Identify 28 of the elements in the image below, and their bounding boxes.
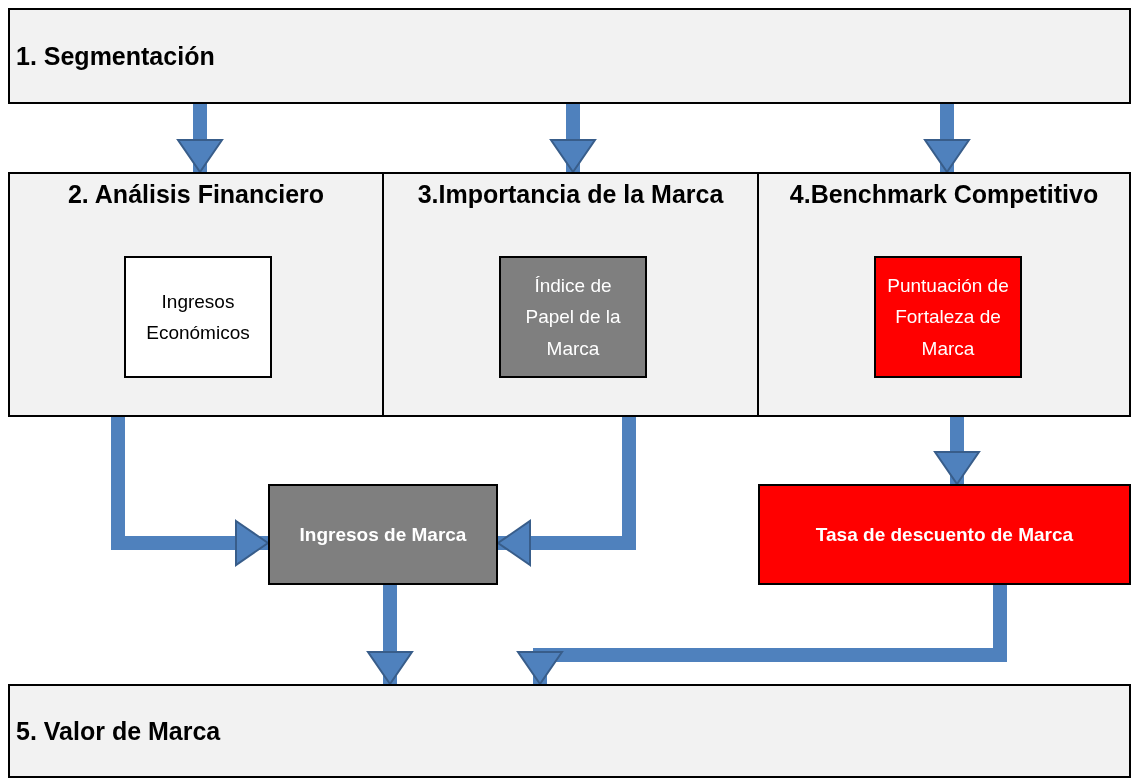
- stage-title: 1. Segmentación: [16, 40, 215, 72]
- process-box: [874, 256, 1022, 378]
- stage-panel: [382, 172, 759, 417]
- block-arrow: [177, 104, 223, 173]
- result-label: Ingresos de Marca: [298, 522, 468, 547]
- block-arrow: [111, 417, 269, 566]
- box-label: Puntuación de Fortaleza de Marca: [886, 274, 1010, 361]
- box-label: Índice de Papel de la Marca: [524, 274, 622, 361]
- stage-panel: [757, 172, 1131, 417]
- stage-heading: 3.Importancia de la Marca: [416, 180, 725, 209]
- process-box: [499, 256, 647, 378]
- stage-title: 5. Valor de Marca: [16, 715, 221, 747]
- process-box: [124, 256, 272, 378]
- block-arrow: [924, 104, 970, 173]
- result-box: [758, 484, 1131, 585]
- stage-heading: 2. Análisis Financiero: [66, 180, 326, 209]
- block-arrow: [517, 585, 1007, 685]
- stage-heading: 4.Benchmark Competitivo: [788, 180, 1100, 209]
- block-arrow: [934, 417, 980, 485]
- block-arrow: [367, 585, 413, 685]
- box-label: Ingresos Económicos: [145, 289, 251, 345]
- stage-panel: [8, 172, 384, 417]
- stage-band: [8, 684, 1131, 778]
- result-label: Tasa de descuento de Marca: [814, 522, 1075, 547]
- block-arrow: [497, 417, 636, 566]
- result-box: [268, 484, 498, 585]
- stage-band: [8, 8, 1131, 104]
- block-arrow: [550, 104, 596, 173]
